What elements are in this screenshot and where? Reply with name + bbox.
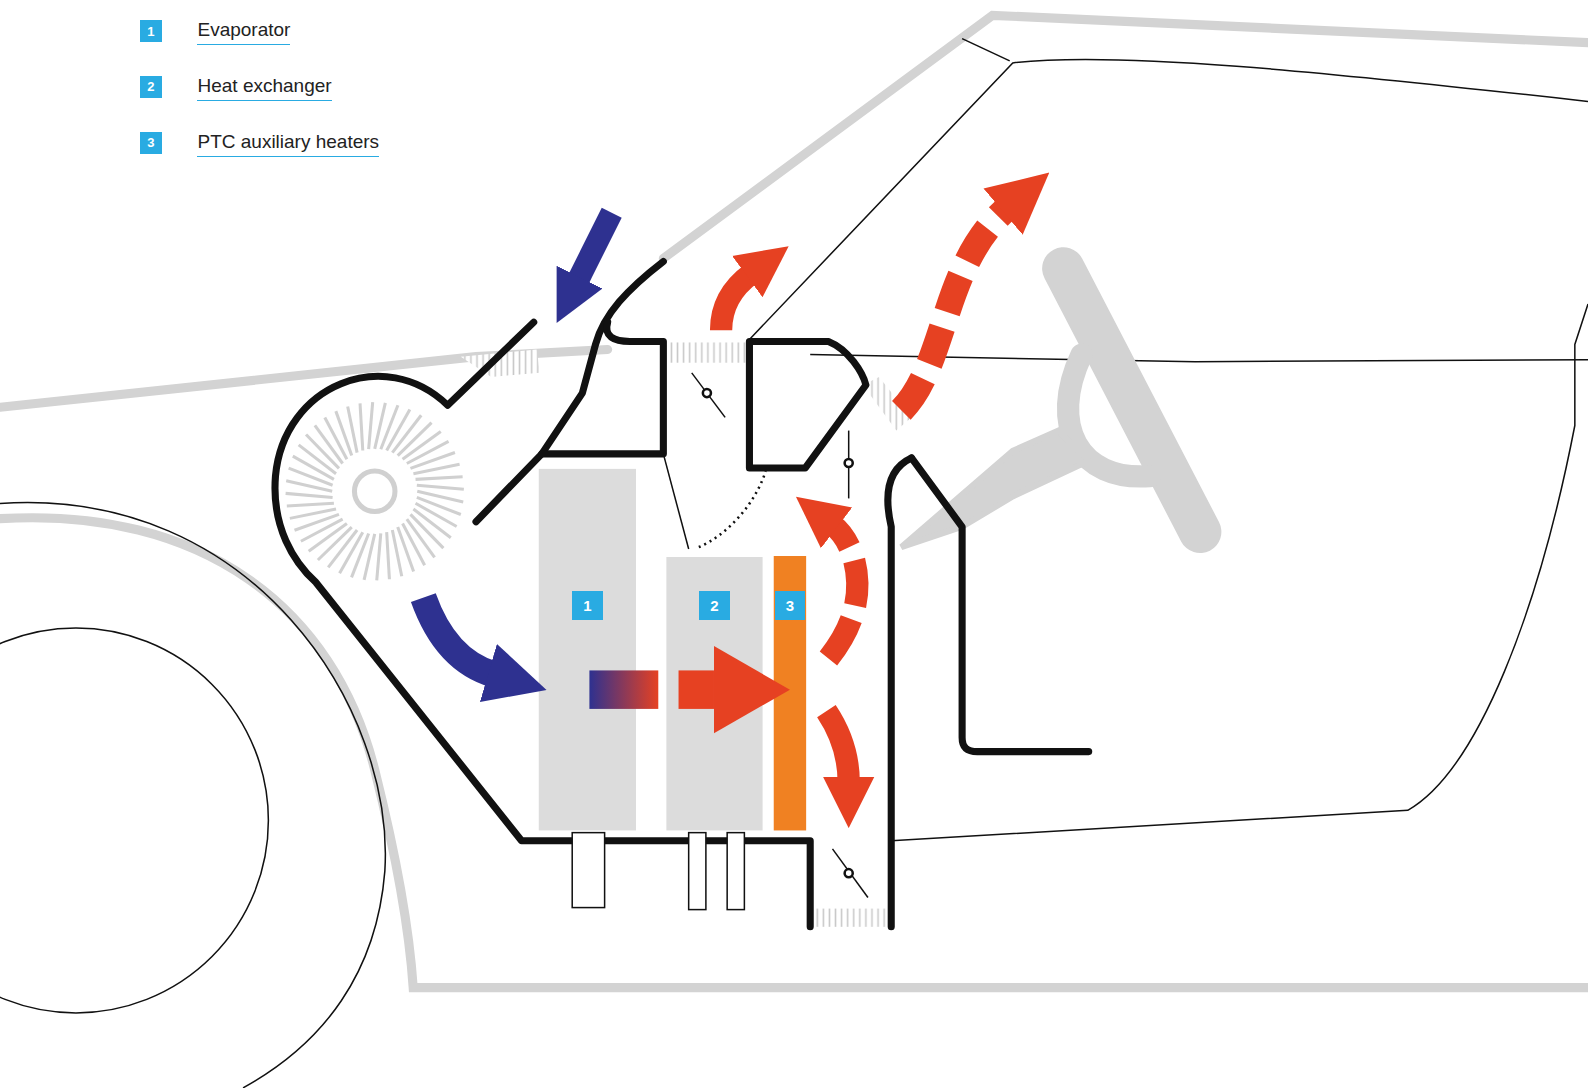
- legend-swatch: 1: [140, 20, 162, 42]
- airflow-arrows: [423, 208, 1007, 782]
- airflow-connector: [679, 646, 790, 733]
- callout-number: 3: [775, 591, 805, 619]
- box-fill: [539, 469, 636, 831]
- legend-text: Evaporator: [197, 19, 290, 45]
- callout-number: 3: [147, 135, 154, 150]
- callout-number: 1: [147, 24, 154, 39]
- callout-number: 1: [572, 591, 603, 619]
- legend-swatch: 3: [140, 132, 162, 154]
- hvac-housing: [275, 261, 1089, 926]
- fan: [286, 402, 464, 580]
- legend-text: Heat exchanger: [197, 75, 331, 101]
- car-body-grey: [0, 15, 1588, 987]
- callout-number: 2: [699, 591, 730, 619]
- callout-number: 2: [147, 79, 154, 94]
- component-block: 2: [666, 557, 762, 830]
- pipes-and-dampers: [572, 373, 868, 910]
- car-body-lines: [0, 39, 1588, 1088]
- component-block: 1: [539, 469, 636, 831]
- heater-panel: 3: [774, 556, 806, 830]
- legend-text: PTC auxiliary heaters: [197, 131, 379, 157]
- legend-swatch: 2: [140, 76, 162, 98]
- airflow-connector: [589, 670, 658, 708]
